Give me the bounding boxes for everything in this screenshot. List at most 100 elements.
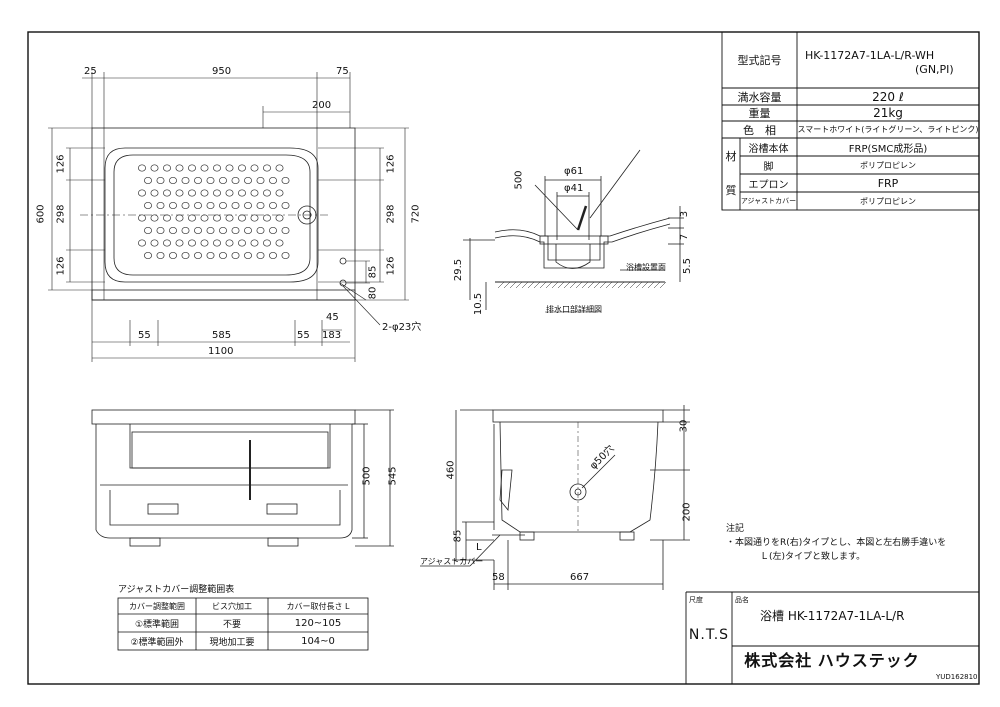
side-elevation (420, 405, 690, 590)
non-slip-dot (231, 176, 240, 185)
hatch-line (497, 281, 505, 289)
spec-leg-value: ポリプロピレン (860, 160, 916, 170)
spec-model-color-codes: (GN,PI) (915, 63, 954, 76)
plan-holes-callout: 2-φ23穴 (382, 322, 422, 333)
non-slip-dot (244, 226, 252, 235)
hatch-line (521, 281, 529, 289)
non-slip-dot (150, 189, 159, 197)
non-slip-dot (194, 201, 202, 210)
drain-floor-label: 浴槽設置面 (626, 263, 666, 272)
non-slip-dot (244, 176, 252, 185)
non-slip-dot (163, 214, 171, 222)
hatch-line (611, 281, 619, 289)
non-slip-dot (188, 214, 196, 222)
hatch-line (659, 281, 667, 289)
spec-model-label: 型式記号 (737, 54, 782, 67)
side-cover-callout: アジャストカバー (420, 557, 484, 566)
plan-dim-left-298: 298 (55, 204, 67, 224)
hatch-line (563, 281, 571, 289)
non-slip-dot (194, 251, 202, 260)
plan-dim-720: 720 (410, 204, 422, 224)
plan-dim-55-left: 55 (138, 330, 151, 341)
non-slip-dot (188, 164, 196, 172)
spec-body-label: 浴槽本体 (748, 143, 789, 155)
non-slip-dot (175, 164, 184, 172)
non-slip-dot (231, 226, 240, 235)
plan-tub-inner (113, 154, 311, 276)
non-slip-dot (219, 176, 227, 185)
spec-color-label: 色 相 (743, 123, 776, 137)
non-slip-dot (275, 214, 284, 222)
adjust-table-title: アジャストカバー調整範囲表 (118, 585, 235, 595)
non-slip-dot (138, 239, 146, 247)
adjust-row1-range: ①標準範囲 (134, 619, 180, 630)
plan-dim-right-126-top: 126 (385, 154, 397, 174)
drain-dim-10-5: 10.5 (473, 292, 485, 316)
non-slip-dot (275, 164, 284, 172)
spec-color-value: スマートホワイト(ライトグリーン、ライトピンク) (797, 125, 979, 134)
spec-capacity-value: 220 ℓ (872, 89, 904, 104)
hatch-line (515, 281, 523, 289)
hatch-line (527, 281, 535, 289)
hatch-line (605, 281, 613, 289)
floor-hatching (497, 281, 667, 289)
non-slip-dot (213, 189, 221, 197)
side-dim-200: 200 (681, 502, 693, 522)
non-slip-dot (138, 189, 146, 197)
spec-capacity-label: 満水容量 (737, 90, 782, 104)
non-slip-dot (163, 164, 171, 172)
hatch-line (509, 281, 517, 289)
non-slip-dot (238, 214, 246, 222)
adjust-row2-range: ②標準範囲外 (130, 637, 184, 648)
non-slip-dot (275, 189, 284, 197)
non-slip-dot (181, 251, 190, 260)
non-slip-dot (194, 176, 202, 185)
plan-dim-75: 75 (336, 66, 349, 77)
hatch-line (635, 281, 643, 289)
non-slip-dot (238, 189, 246, 197)
non-slip-dot (213, 239, 221, 247)
plan-dim-45: 45 (326, 312, 339, 323)
drain-dim-29-5: 29.5 (453, 258, 465, 282)
notes-line-2: Ｌ(左)タイプと致します。 (760, 552, 866, 562)
non-slip-dot (231, 201, 240, 210)
plan-dimension-lines (48, 72, 409, 362)
front-dim-500: 500 (361, 466, 373, 486)
notes-title: 注記 (726, 524, 745, 534)
hatch-line (557, 281, 565, 289)
hatch-line (551, 281, 559, 289)
non-slip-dot (150, 214, 159, 222)
title-name-value: 浴槽 HK-1172A7-1LA-L/R (760, 609, 905, 623)
front-dim-545: 545 (387, 466, 399, 486)
non-slip-dot (163, 189, 171, 197)
non-slip-dot (156, 251, 165, 260)
non-slip-dot (144, 201, 152, 210)
adjust-row1-length: 120~105 (294, 617, 342, 629)
non-slip-dot (150, 164, 159, 172)
non-slip-dot (150, 239, 159, 247)
non-slip-dot (263, 189, 271, 197)
non-slip-dot (238, 239, 246, 247)
plan-dim-585: 585 (212, 330, 232, 341)
hatch-line (569, 281, 577, 289)
side-dim-667: 667 (570, 572, 590, 583)
hatch-line (503, 281, 511, 289)
side-dim-58: 58 (492, 572, 505, 583)
non-slip-dot (156, 226, 165, 235)
non-slip-dot (256, 251, 265, 260)
plan-dim-1100: 1100 (208, 346, 234, 357)
adjust-header-length: カバー取付長さ L (286, 601, 350, 611)
plan-non-slip-dots (138, 164, 290, 260)
plan-dim-left-126-bottom: 126 (55, 256, 67, 276)
spec-body-value: FRP(SMC成形品) (848, 143, 928, 155)
non-slip-dot (144, 176, 152, 185)
hatch-line (533, 281, 541, 289)
non-slip-dot (263, 239, 271, 247)
hatch-line (581, 281, 589, 289)
non-slip-dot (256, 226, 265, 235)
side-dim-L: L (476, 542, 482, 553)
adjust-header-screw: ビス穴加工 (212, 601, 252, 611)
title-company: 株式会社 ハウステック (744, 653, 920, 670)
side-dim-30: 30 (678, 419, 690, 433)
